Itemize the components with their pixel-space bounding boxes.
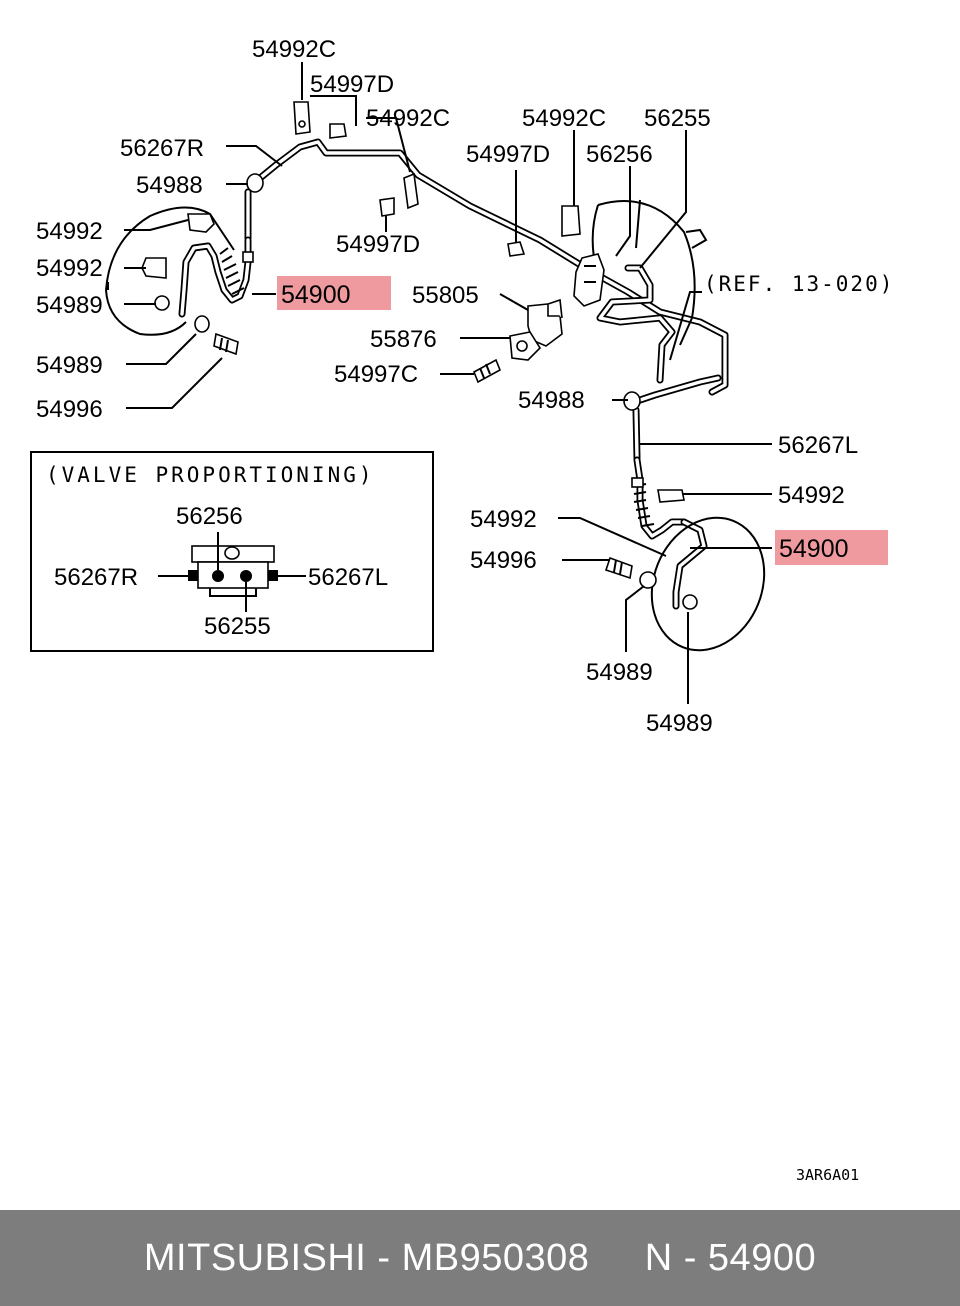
leader-lines xyxy=(107,62,772,704)
label-ref-13-020: (REF. 13-020) xyxy=(704,272,894,296)
label-54992-right-a: 54992 xyxy=(778,482,845,509)
brake-line-diagram: 54992C 54997D 54992C 56267R 54988 54992 … xyxy=(30,36,894,1184)
label-54989-right-a: 54989 xyxy=(586,659,653,686)
parts-drawing xyxy=(105,101,766,652)
inset-valve-proportioning: (VALVE PROPORTIONING) 56256 56267R 56267… xyxy=(30,451,434,652)
highlight-54900-right xyxy=(775,530,888,565)
label-56267r: 56267R xyxy=(120,135,204,162)
label-54900-left: 54900 xyxy=(281,281,351,309)
inset-label-bottom: 56255 xyxy=(204,613,271,640)
label-54996-left: 54996 xyxy=(36,396,103,423)
part-labels: 54992C 54997D 54992C 56267R 54988 54992 … xyxy=(36,36,894,737)
label-54988-left: 54988 xyxy=(136,172,203,199)
highlight-54900-left xyxy=(277,276,391,310)
diagram-code: 3AR6A01 xyxy=(796,1166,859,1184)
label-54992c-mid: 54992C xyxy=(366,105,450,132)
label-54992c-right: 54992C xyxy=(522,105,606,132)
label-56255: 56255 xyxy=(644,105,711,132)
label-54989-right-b: 54989 xyxy=(646,710,713,737)
inset-title: (VALVE PROPORTIONING) xyxy=(46,463,375,487)
label-54992-left-b: 54992 xyxy=(36,255,103,282)
label-54992c-top: 54992C xyxy=(252,36,336,63)
label-54996-right: 54996 xyxy=(470,547,537,574)
label-54900-right: 54900 xyxy=(779,535,849,563)
inset-label-left: 56267R xyxy=(54,564,138,591)
label-54988-right: 54988 xyxy=(518,387,585,414)
label-55876: 55876 xyxy=(370,326,437,353)
label-54989-left-a: 54989 xyxy=(36,292,103,319)
label-54997d-right: 54997D xyxy=(466,141,550,168)
footer-bar: MITSUBISHI - MB950308 N - 54900 xyxy=(0,1210,960,1306)
label-56256: 56256 xyxy=(586,141,653,168)
inset-label-top: 56256 xyxy=(176,503,243,530)
label-54992-left-a: 54992 xyxy=(36,218,103,245)
label-54997d-mid: 54997D xyxy=(336,231,420,258)
label-54997c: 54997C xyxy=(334,361,418,388)
label-54992-right-b: 54992 xyxy=(470,506,537,533)
label-54989-left-b: 54989 xyxy=(36,352,103,379)
label-54997d-top: 54997D xyxy=(310,71,394,98)
label-56267l: 56267L xyxy=(778,432,858,459)
label-55805: 55805 xyxy=(412,282,479,309)
inset-label-right: 56267L xyxy=(308,564,388,591)
footer-part-info: MITSUBISHI - MB950308 N - 54900 xyxy=(143,1236,817,1279)
